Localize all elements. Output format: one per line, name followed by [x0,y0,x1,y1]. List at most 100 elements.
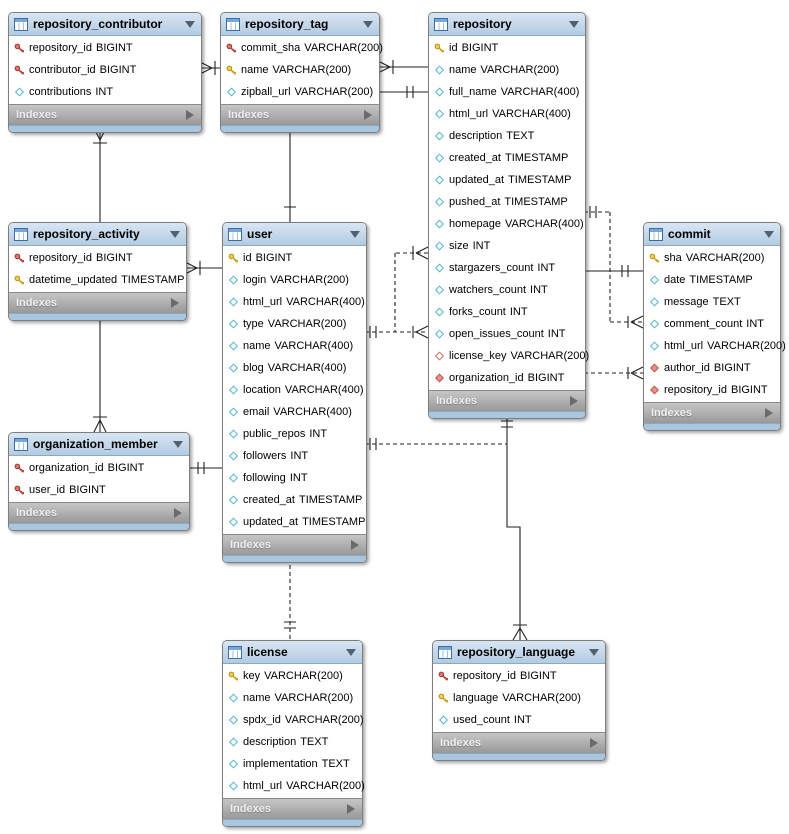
collapse-toggle-icon[interactable] [350,230,360,238]
indexes-bar[interactable]: Indexes [433,732,605,753]
indexes-bar[interactable]: Indexes [429,390,585,411]
table-header-user[interactable]: user [223,223,366,246]
indexes-bar[interactable]: Indexes [9,502,189,523]
collapse-toggle-icon[interactable] [185,20,195,28]
expand-arrow-icon[interactable] [171,298,179,308]
collapse-toggle-icon[interactable] [346,648,356,656]
expand-arrow-icon[interactable] [765,408,773,418]
indexes-bar[interactable]: Indexes [221,104,379,125]
collapse-toggle-icon[interactable] [764,230,774,238]
collapse-toggle-icon[interactable] [569,20,579,28]
table-header-repository[interactable]: repository [429,13,585,36]
table-header-organization_member[interactable]: organization_member [9,433,189,456]
collapse-toggle-icon[interactable] [173,440,183,448]
expand-arrow-icon[interactable] [347,804,355,814]
indexes-bar[interactable]: Indexes [9,292,186,313]
expand-arrow-icon[interactable] [186,110,194,120]
table-header-repository_language[interactable]: repository_language [433,641,605,664]
table-header-license[interactable]: license [223,641,362,664]
collapse-toggle-icon[interactable] [589,648,599,656]
table-header-commit[interactable]: commit [644,223,780,246]
expand-arrow-icon[interactable] [590,738,598,748]
indexes-bar[interactable]: Indexes [223,798,362,819]
collapse-toggle-icon[interactable] [170,230,180,238]
indexes-bar[interactable]: Indexes [9,104,201,125]
table-header-repository_activity[interactable]: repository_activity [9,223,186,246]
expand-arrow-icon[interactable] [570,396,578,406]
indexes-bar[interactable]: Indexes [644,402,780,423]
table-header-repository_tag[interactable]: repository_tag [221,13,379,36]
indexes-bar[interactable]: Indexes [223,534,366,555]
expand-arrow-icon[interactable] [351,540,359,550]
table-header-repository_contributor[interactable]: repository_contributor [9,13,201,36]
expand-arrow-icon[interactable] [364,110,372,120]
collapse-toggle-icon[interactable] [363,20,373,28]
expand-arrow-icon[interactable] [174,508,182,518]
